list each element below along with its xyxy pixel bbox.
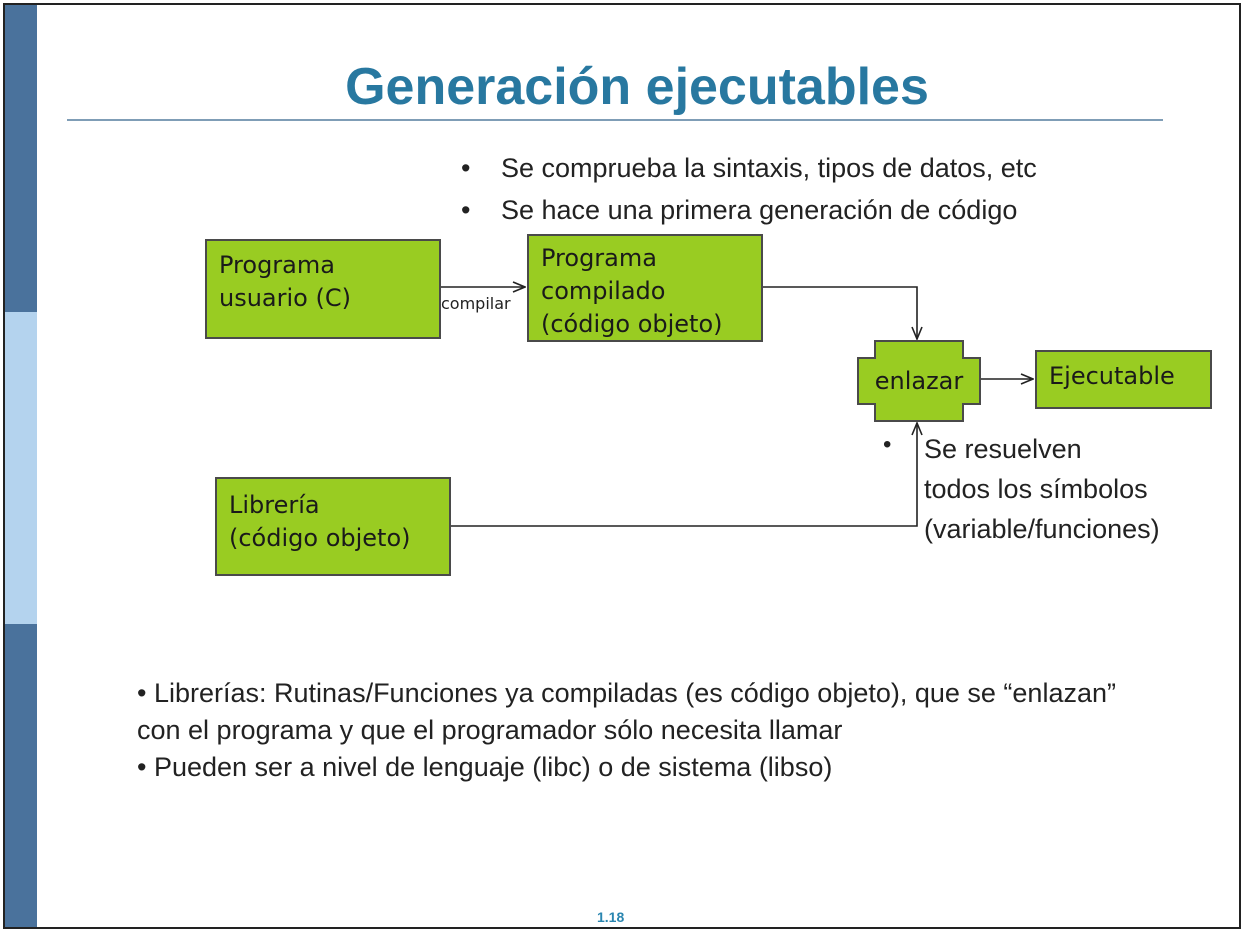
compile-notes: Se comprueba la sintaxis, tipos de datos… [461,151,1037,235]
enlazar-cross-shape [857,340,981,422]
ejecutable-box: Ejecutable [1035,350,1212,409]
slide: Generación ejecutables Se comprueba la s… [3,3,1241,929]
library-note: Librerías: Rutinas/Funciones ya compilad… [137,675,1137,749]
enlazar-note: Se resuelven todos los símbolos (variabl… [924,434,1160,544]
library-notes: Librerías: Rutinas/Funciones ya compilad… [137,675,1137,786]
compilar-label: compilar [441,294,511,313]
slide-title: Generación ejecutables [345,58,929,116]
side-band-middle [5,312,37,624]
programa-usuario-box: Programa usuario (C) [205,239,441,339]
title-divider [67,119,1163,121]
enlazar-label: enlazar [874,367,964,395]
compile-note: Se hace una primera generación de código [461,193,1037,235]
page-number: 1.18 [597,909,625,925]
enlazar-note-bullet: • [883,431,892,458]
side-band-top [5,5,37,312]
side-band-bottom [5,624,37,927]
programa-compilado-box: Programa compilado (código objeto) [527,234,763,342]
compilado-to-enlazar-arrow [763,286,917,339]
compile-note: Se comprueba la sintaxis, tipos de datos… [461,151,1037,193]
libreria-box: Librería (código objeto) [215,477,451,576]
diagram-connectors [441,5,1241,527]
library-note: Pueden ser a nivel de lenguaje (libc) o … [137,749,1137,786]
libreria-to-enlazar-arrow [451,423,917,527]
